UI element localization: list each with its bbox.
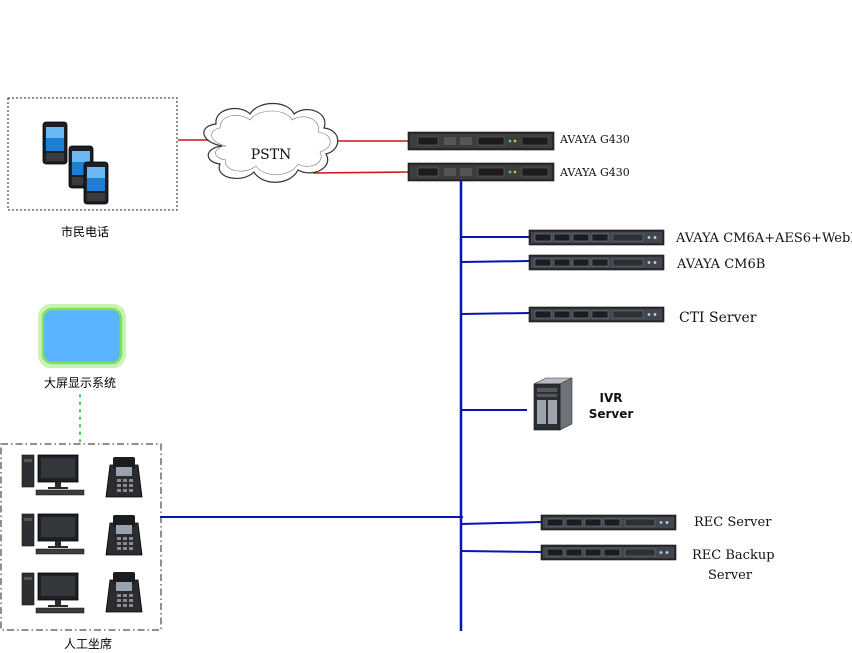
cti-label: CTI Server xyxy=(679,310,757,326)
big-screen-glow xyxy=(38,304,126,368)
ivr-label-line1: IVR xyxy=(600,391,623,405)
cm6a-server-icon xyxy=(528,229,665,246)
cm6b-label: AVAYA CM6B xyxy=(676,257,765,272)
desk-phone-icon xyxy=(105,514,143,556)
mobile-phone-icon xyxy=(42,121,68,165)
gateway2-label: AVAYA G430 xyxy=(559,166,630,179)
cm6a-label: AVAYA CM6A+AES6+WebLM xyxy=(675,231,852,246)
citizen-phones-label: 市民电话 xyxy=(61,224,109,239)
lan-link-rec xyxy=(460,521,542,525)
pstn-label: PSTN xyxy=(251,147,292,163)
cm6b-server-icon xyxy=(528,254,665,271)
desktop-pc-icon xyxy=(21,513,85,555)
pstn-cloud-icon xyxy=(203,102,339,183)
desktop-pc-icon xyxy=(21,572,85,614)
mobile-phone-icon xyxy=(83,161,109,205)
big-screen-label: 大屏显示系统 xyxy=(44,376,116,390)
desk-phone-icon xyxy=(105,456,143,498)
rec-backup-server-icon xyxy=(540,544,677,561)
gateway1-label: AVAYA G430 xyxy=(559,133,630,146)
big-screen-display-icon xyxy=(41,307,123,365)
ivr-label-line2: Server xyxy=(589,407,634,421)
rec-label: REC Server xyxy=(694,515,772,530)
pstn-cloud-inner xyxy=(211,110,331,176)
lan-link-rec-backup xyxy=(460,550,542,553)
trunk-line xyxy=(312,171,411,174)
citizen-phones-box xyxy=(7,97,178,211)
agents-box xyxy=(0,443,162,631)
agents-label: 人工坐席 xyxy=(64,636,112,651)
lan-link-cm6b xyxy=(460,260,531,263)
cti-server-icon xyxy=(528,306,665,323)
lan-link-cti xyxy=(460,312,531,315)
rec-backup-label-line1: REC Backup xyxy=(692,548,775,563)
rec-backup-label-line2: Server xyxy=(708,568,753,583)
media-gateway-icon xyxy=(407,162,555,182)
media-gateway-icon xyxy=(407,131,555,151)
desk-phone-icon xyxy=(105,571,143,613)
desktop-pc-icon xyxy=(21,454,85,496)
ivr-tower-server-icon xyxy=(533,377,573,431)
rec-server-icon xyxy=(540,514,677,531)
